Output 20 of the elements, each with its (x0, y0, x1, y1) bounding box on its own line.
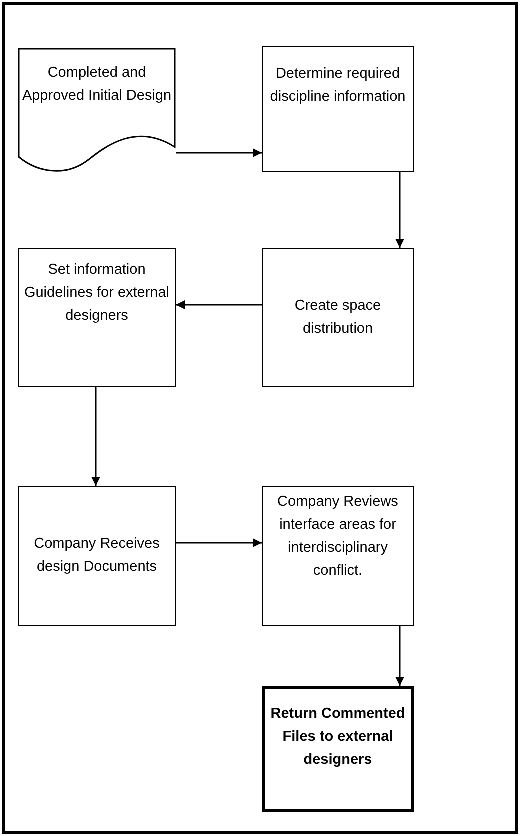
box-text: Return Commented Files to external designers (270, 705, 406, 770)
process-box (262, 686, 414, 812)
arrow (176, 300, 262, 310)
process-box (262, 486, 414, 626)
arrow (92, 387, 100, 486)
box-text: Determine required discipline information (269, 65, 407, 107)
arrow (396, 626, 404, 686)
process-box (18, 486, 176, 626)
process-box (18, 248, 176, 387)
process-box (262, 46, 414, 172)
process-box (262, 248, 414, 387)
box-text: Completed and Approved Initial Design (22, 64, 172, 106)
box-text: Create space distribution (294, 297, 382, 339)
document-shape (18, 48, 176, 172)
box-text: Set information Guidelines for external designers (23, 261, 171, 326)
arrow (176, 538, 262, 548)
arrow (176, 148, 262, 158)
arrow (396, 172, 404, 248)
box-text: Company Reviews interface areas for interdisciplinary conflict. (276, 493, 400, 581)
box-text: Company Receives design Documents (33, 535, 161, 577)
